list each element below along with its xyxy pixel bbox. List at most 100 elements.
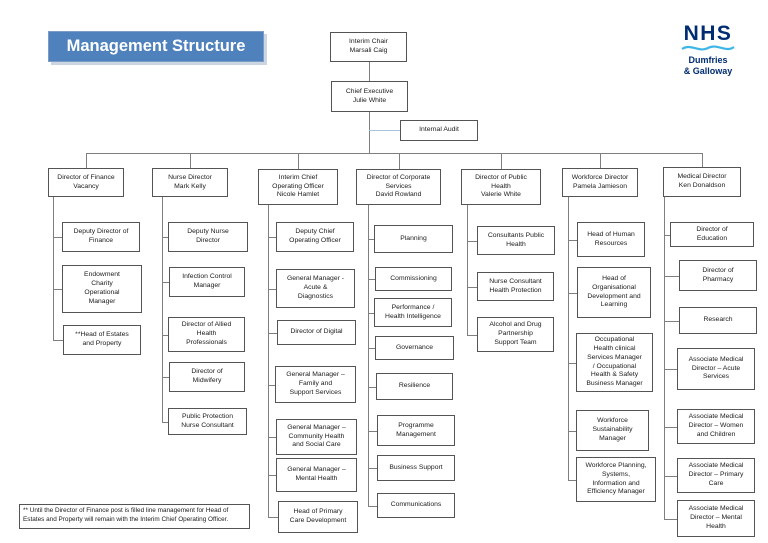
connector-line [369, 112, 370, 153]
connector-stub-line [368, 468, 377, 469]
connector-spine-line [268, 205, 269, 517]
connector-stub-line [568, 431, 576, 432]
connector-stub-line [53, 289, 62, 290]
connector-drop-line [190, 153, 191, 168]
nhs-logo-text: NHS [683, 22, 733, 45]
nhs-region-line1: Dumfries [688, 55, 728, 65]
org-child-box-col7-item6: Associate Medical Director – Primary Car… [677, 458, 755, 493]
connector-stub-line [53, 237, 62, 238]
org-child-box-col7-item3: Research [679, 307, 757, 334]
connector-drop-line [399, 153, 400, 169]
org-child-box-col3-item7: Head of Primary Care Development [278, 501, 358, 533]
nhs-region-line2: & Galloway [683, 65, 733, 76]
nhs-wave-icon [681, 45, 735, 51]
org-child-box-col6-item5: Workforce Planning, Systems, Information… [576, 457, 656, 502]
org-child-box-col4-item5: Resilience [376, 373, 453, 400]
connector-stub-line [368, 279, 375, 280]
connector-spine-line [162, 197, 163, 422]
connector-stub-line [368, 313, 374, 314]
connector-stub-line [162, 422, 168, 423]
connector-spine-line [53, 197, 54, 340]
internal-audit-box: Internal Audit [400, 120, 478, 141]
connector-drop-line [501, 153, 502, 169]
page-title: Management Structure [48, 31, 264, 62]
connector-stub-line [664, 519, 677, 520]
footnote: ** Until the Director of Finance post is… [19, 504, 250, 529]
org-child-box-col4-item2: Commissioning [375, 267, 452, 291]
connector-line [369, 62, 370, 81]
org-child-box-col3-item1: Deputy Chief Operating Officer [276, 222, 354, 252]
connector-stub-line [467, 287, 477, 288]
connector-stub-line [268, 289, 276, 290]
connector-drop-line [600, 153, 601, 168]
org-child-box-col2-item3: Director of Allied Health Professionals [168, 317, 245, 352]
org-child-box-col2-item1: Deputy Nurse Director [168, 222, 248, 252]
connector-drop-line [298, 153, 299, 169]
connector-stub-line [664, 321, 679, 322]
connector-spine-line [568, 197, 569, 480]
connector-bus-line [86, 153, 702, 154]
connector-stub-line [268, 237, 276, 238]
org-child-box-col4-item4: Governance [375, 336, 454, 360]
org-head-box-col2: Nurse Director Mark Kelly [152, 168, 228, 197]
chief-executive-box: Chief Executive Julie White [331, 81, 408, 112]
org-head-box-col1: Director of Finance Vacancy [48, 168, 124, 197]
connector-stub-line [268, 385, 275, 386]
org-child-box-col4-item1: Planning [374, 225, 453, 253]
connector-stub-line [568, 363, 576, 364]
org-child-box-col4-item3: Performance / Health Intelligence [374, 298, 452, 327]
interim-chair-box: Interim Chair Marsali Caig [330, 32, 407, 62]
org-child-box-col1-item1: Deputy Director of Finance [62, 222, 140, 252]
connector-stub-line [268, 517, 278, 518]
org-child-box-col5-item1: Consultants Public Health [477, 226, 555, 255]
connector-stub-line [568, 480, 576, 481]
connector-spine-line [467, 205, 468, 335]
connector-stub-line [467, 335, 477, 336]
org-child-box-col6-item3: Occupational Health clinical Services Ma… [576, 333, 653, 392]
org-child-box-col2-item4: Director of Midwifery [169, 362, 245, 392]
org-child-box-col3-item4: General Manager – Family and Support Ser… [275, 366, 356, 403]
org-child-box-col3-item6: General Manager – Mental Health [276, 458, 357, 492]
connector-stub-line [162, 335, 168, 336]
connector-stub-line [162, 282, 169, 283]
org-child-box-col6-item4: Workforce Sustainability Manager [576, 410, 649, 451]
connector-drop-line [702, 153, 703, 167]
internal-audit-connector-line [369, 130, 400, 131]
connector-stub-line [268, 437, 276, 438]
connector-stub-line [268, 333, 277, 334]
connector-stub-line [368, 387, 376, 388]
connector-stub-line [568, 240, 577, 241]
connector-stub-line [53, 340, 63, 341]
org-child-box-col7-item4: Associate Medical Director – Acute Servi… [677, 348, 755, 390]
connector-stub-line [368, 348, 375, 349]
connector-stub-line [664, 427, 677, 428]
connector-stub-line [162, 237, 168, 238]
org-child-box-col6-item1: Head of Human Resources [577, 222, 645, 257]
org-child-box-col4-item8: Communications [377, 493, 455, 518]
connector-stub-line [664, 276, 679, 277]
connector-stub-line [162, 377, 169, 378]
org-head-box-col6: Workforce Director Pamela Jamieson [562, 168, 638, 197]
nhs-logo: NHS Dumfries & Galloway [668, 23, 748, 77]
org-head-box-col7: Medical Director Ken Donaldson [663, 167, 741, 197]
org-child-box-col7-item2: Director of Pharmacy [679, 260, 757, 291]
org-child-box-col5-item3: Alcohol and Drug Partnership Support Tea… [477, 317, 554, 352]
org-child-box-col6-item2: Head of Organisational Development and L… [577, 267, 651, 318]
nhs-region: Dumfries & Galloway [668, 55, 748, 77]
org-child-box-col4-item6: Programme Management [377, 415, 455, 446]
org-child-box-col3-item2: General Manager - Acute & Diagnostics [276, 269, 355, 308]
org-child-box-col2-item5: Public Protection Nurse Consultant [168, 408, 247, 435]
org-child-box-col7-item5: Associate Medical Director – Women and C… [677, 409, 755, 444]
connector-stub-line [664, 235, 670, 236]
org-head-box-col3: Interim Chief Operating Officer Nicole H… [258, 169, 338, 205]
org-child-box-col5-item2: Nurse Consultant Health Protection [477, 272, 554, 301]
connector-stub-line [268, 475, 276, 476]
org-child-box-col1-item3: **Head of Estates and Property [63, 325, 141, 355]
connector-stub-line [368, 506, 377, 507]
connector-spine-line [664, 197, 665, 519]
org-child-box-col7-item1: Director of Education [670, 222, 754, 247]
org-child-box-col1-item2: Endowment Charity Operational Manager [62, 265, 142, 313]
connector-stub-line [568, 293, 577, 294]
org-child-box-col3-item5: General Manager – Community Health and S… [276, 419, 357, 455]
